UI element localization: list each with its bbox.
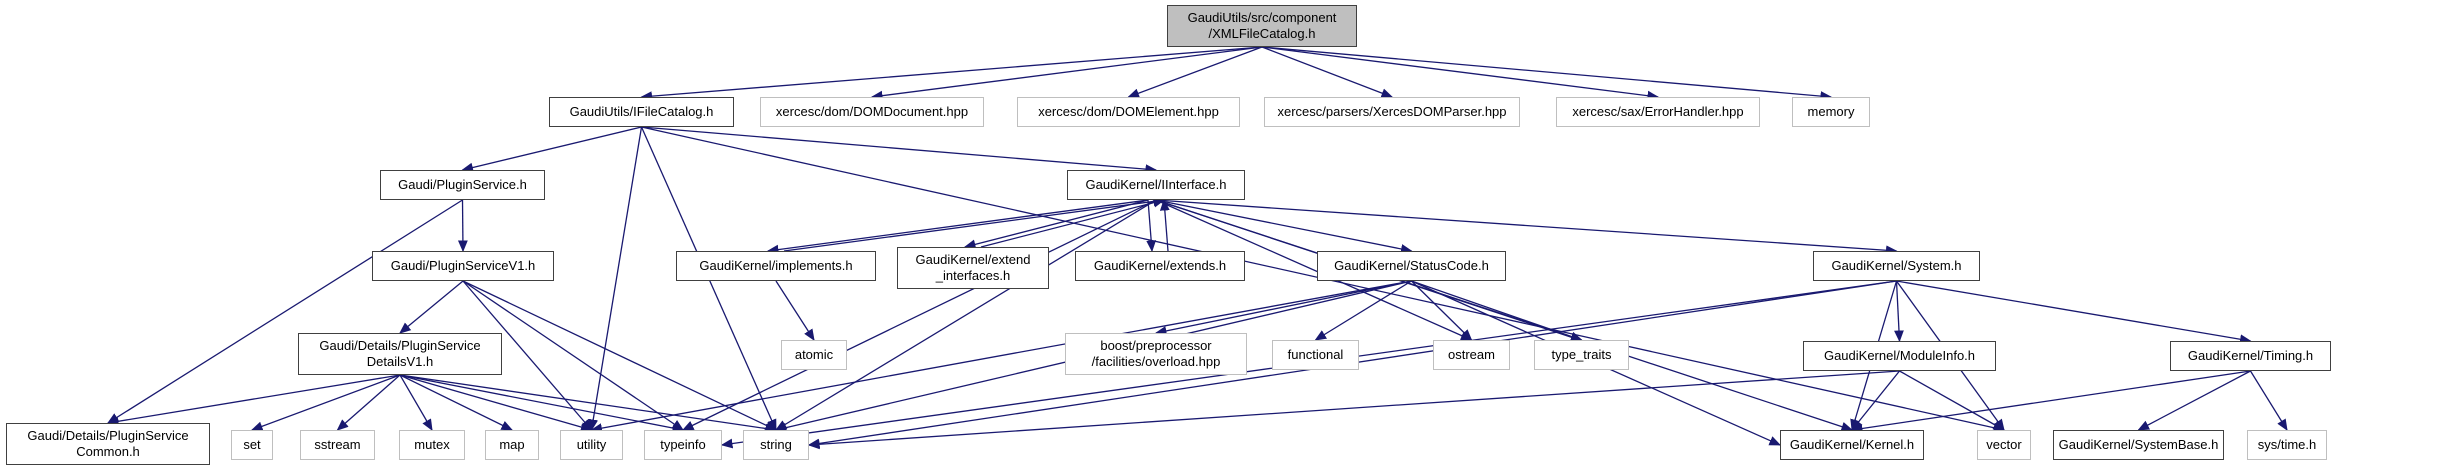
- edge-iinterface-extends: [1146, 199, 1157, 253]
- edge-pluginservicev1-typeinfo: [462, 280, 684, 431]
- edge-system-moduleinfo: [1894, 280, 1904, 343]
- edge-moduleinfo-kernel: [1851, 370, 1901, 431]
- graph-node-map: map: [485, 430, 539, 460]
- graph-node-kernel[interactable]: GaudiKernel/Kernel.h: [1780, 430, 1924, 460]
- edge-implements-iinterface: [783, 196, 1166, 252]
- edge-statuscode-ostream: [1411, 280, 1473, 341]
- graph-node-iinterface[interactable]: GaudiKernel/IInterface.h: [1067, 170, 1245, 200]
- graph-node-atomic: atomic: [781, 340, 847, 370]
- edge-iinterface-ostream: [1155, 199, 1473, 341]
- graph-node-common[interactable]: Gaudi/Details/PluginService Common.h: [6, 423, 210, 465]
- graph-node-moduleinfo[interactable]: GaudiKernel/ModuleInfo.h: [1803, 341, 1996, 371]
- graph-node-set: set: [231, 430, 273, 460]
- edge-statuscode-boost: [1154, 280, 1412, 336]
- edge-ifilecatalog-utility: [588, 126, 643, 432]
- edge-ifilecatalog-pluginservice: [461, 126, 642, 173]
- graph-node-pluginservicev1[interactable]: Gaudi/PluginServiceV1.h: [372, 251, 554, 281]
- edge-timing-systembase: [2137, 370, 2251, 431]
- edge-detailsv1-utility: [399, 374, 593, 432]
- edge-xml-domdocument: [870, 46, 1263, 101]
- graph-node-implements[interactable]: GaudiKernel/implements.h: [676, 251, 876, 281]
- edge-timing-sys_time: [2249, 370, 2288, 431]
- edge-statuscode-type_traits: [1411, 280, 1583, 342]
- graph-node-xml[interactable]: GaudiUtils/src/component /XMLFileCatalog…: [1167, 5, 1357, 47]
- edge-system-timing: [1896, 280, 2252, 345]
- edge-pluginservicev1-utility: [462, 280, 593, 431]
- edge-xml-domelement: [1127, 46, 1263, 98]
- edge-moduleinfo-vector: [1899, 370, 2006, 431]
- edge-extendifaces-iinterface: [980, 197, 1166, 248]
- edge-detailsv1-mutex: [399, 374, 433, 432]
- edge-pluginservicev1-detailsv1: [399, 280, 464, 334]
- edge-iinterface-typeinfo: [681, 199, 1157, 431]
- graph-node-pluginservice[interactable]: Gaudi/PluginService.h: [380, 170, 545, 200]
- edge-xml-errorhandler: [1261, 46, 1660, 101]
- graph-node-memory: memory: [1792, 97, 1870, 127]
- graph-node-extendifaces[interactable]: GaudiKernel/extend _interfaces.h: [897, 247, 1049, 289]
- graph-node-mutex: mutex: [399, 430, 465, 460]
- graph-node-utility: utility: [560, 430, 623, 460]
- edge-xml-memory: [1261, 46, 1833, 101]
- graph-node-extends[interactable]: GaudiKernel/extends.h: [1075, 251, 1245, 281]
- graph-node-boost: boost/preprocessor /facilities/overload.…: [1065, 333, 1247, 375]
- graph-node-string: string: [743, 430, 809, 460]
- edge-pluginservice-pluginservicev1: [457, 199, 468, 253]
- graph-node-errorhandler: xercesc/sax/ErrorHandler.hpp: [1556, 97, 1760, 127]
- graph-node-timing[interactable]: GaudiKernel/Timing.h: [2170, 341, 2331, 371]
- edge-statuscode-functional: [1314, 280, 1412, 341]
- edge-detailsv1-string: [399, 374, 778, 434]
- graph-node-domdocument: xercesc/dom/DOMDocument.hpp: [760, 97, 984, 127]
- graph-node-detailsv1[interactable]: Gaudi/Details/PluginService DetailsV1.h: [298, 333, 502, 375]
- edge-detailsv1-sstream: [336, 374, 401, 431]
- edge-detailsv1-set: [250, 374, 401, 431]
- graph-node-ifilecatalog[interactable]: GaudiUtils/IFileCatalog.h: [549, 97, 734, 127]
- graph-node-type_traits: type_traits: [1534, 340, 1629, 370]
- edge-xml-xercesdomparser: [1261, 46, 1394, 98]
- graph-node-domelement: xercesc/dom/DOMElement.hpp: [1017, 97, 1240, 127]
- edge-detailsv1-map: [399, 374, 514, 431]
- edge-iinterface-system: [1155, 199, 1898, 256]
- edge-iinterface-statuscode: [1155, 199, 1413, 254]
- edge-iinterface-extendifaces: [963, 199, 1149, 250]
- edge-detailsv1-common: [106, 374, 401, 427]
- edge-pluginservice-common: [107, 199, 463, 424]
- graph-node-functional: functional: [1272, 340, 1359, 370]
- edge-moduleinfo-string: [807, 370, 1900, 450]
- graph-node-statuscode[interactable]: GaudiKernel/StatusCode.h: [1317, 251, 1506, 281]
- graph-node-sys_time: sys/time.h: [2247, 430, 2327, 460]
- edge-xml-ifilecatalog: [640, 46, 1263, 102]
- edge-iinterface-string: [774, 199, 1157, 431]
- edge-statuscode-utility: [590, 280, 1412, 433]
- edge-extends-iinterface: [1159, 198, 1170, 252]
- graph-node-systembase[interactable]: GaudiKernel/SystemBase.h: [2053, 430, 2224, 460]
- graph-node-vector: vector: [1977, 430, 2031, 460]
- edge-ifilecatalog-iinterface: [641, 126, 1158, 175]
- edge-implements-atomic: [775, 280, 815, 341]
- graph-node-xercesdomparser: xercesc/parsers/XercesDOMParser.hpp: [1264, 97, 1520, 127]
- graph-node-typeinfo: typeinfo: [644, 430, 722, 460]
- graph-node-ostream: ostream: [1433, 340, 1510, 370]
- graph-node-system[interactable]: GaudiKernel/System.h: [1813, 251, 1980, 281]
- edge-timing-kernel: [1850, 370, 2251, 434]
- edge-pluginservicev1-string: [462, 280, 778, 431]
- edge-iinterface-implements: [766, 199, 1149, 255]
- graph-node-sstream: sstream: [300, 430, 375, 460]
- edge-detailsv1-typeinfo: [399, 374, 685, 433]
